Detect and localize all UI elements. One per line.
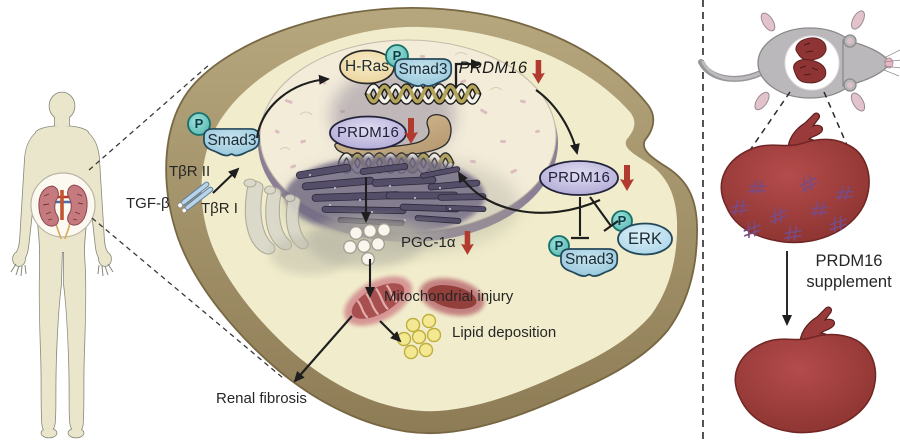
smad3-label: Smad3 (207, 132, 257, 149)
pathway-arrows (212, 59, 619, 383)
supplement-label-line2: supplement (806, 273, 892, 291)
phospho-circle (187, 112, 211, 136)
prdm16-cytoplasm-label: PRDM16 (547, 169, 611, 186)
mouse-nose (884, 57, 894, 69)
hras-label: H-Ras (345, 58, 389, 75)
healthy-kidney (734, 306, 877, 434)
molecule-shapes (187, 44, 673, 278)
human-kidneys (38, 184, 88, 227)
smad3-label: Smad3 (564, 251, 615, 268)
phospho-label: P (194, 116, 204, 131)
hand-fingers (10, 263, 114, 277)
pgc1a-label: PGC-1α (401, 234, 456, 251)
prdm16-nuclear-label: PRDM16 (336, 124, 400, 141)
phospho-label: P (617, 213, 627, 228)
inhibit-smad3-tbar (571, 197, 589, 240)
tbr1-label: TβR I (201, 200, 238, 217)
ribosome-dots (309, 174, 451, 221)
pgc1a-granules (343, 223, 391, 266)
tgfb-label: TGF-β (126, 195, 170, 212)
cell (165, 7, 698, 435)
lipid-deposition-label: Lipid deposition (452, 324, 557, 341)
mitochondrion-left (344, 276, 412, 326)
phospho-label: P (554, 238, 564, 253)
inhibit-erk-tbar (589, 196, 619, 232)
mito-to-fibrosis-arrow (293, 315, 353, 383)
magnifier-cone-lines (88, 63, 284, 379)
phospho-label: P (392, 48, 402, 63)
gene-to-protein-arrow (535, 89, 580, 155)
mouse-kidneys (793, 37, 827, 84)
human-kidney-magnifier (30, 172, 96, 240)
prdm16-gene-label: PRDM16 (458, 59, 528, 77)
renal-fibrosis-label: Renal fibrosis (216, 390, 307, 407)
mouse (698, 10, 900, 112)
human-figure (10, 91, 114, 439)
mito-to-lipid-arrow (379, 320, 402, 343)
smad3-to-hras-arrow (255, 74, 330, 139)
lipid-droplets (396, 313, 442, 360)
mouse-paws (754, 10, 866, 112)
supplement-label-line1: PRDM16 (815, 252, 883, 270)
mitochondrial-injury-label: Mitochondrial injury (384, 288, 514, 305)
tbr2-label: TβR II (169, 163, 211, 180)
erk-label: ERK (628, 230, 662, 248)
tgfb-receptor-rods (177, 181, 214, 214)
mitochondrion-right (419, 278, 485, 316)
prdm16-cytoplasm-shape (539, 160, 619, 196)
smad3-label: Smad3 (398, 61, 448, 78)
mouse-whiskers (883, 49, 900, 77)
kidney-fibrosis-specks (42, 193, 84, 221)
transcription-arrow (454, 59, 482, 87)
fibrotic-kidney (720, 112, 870, 244)
erk-shape (617, 222, 673, 256)
receptor-to-smad3-arrow (212, 167, 240, 194)
